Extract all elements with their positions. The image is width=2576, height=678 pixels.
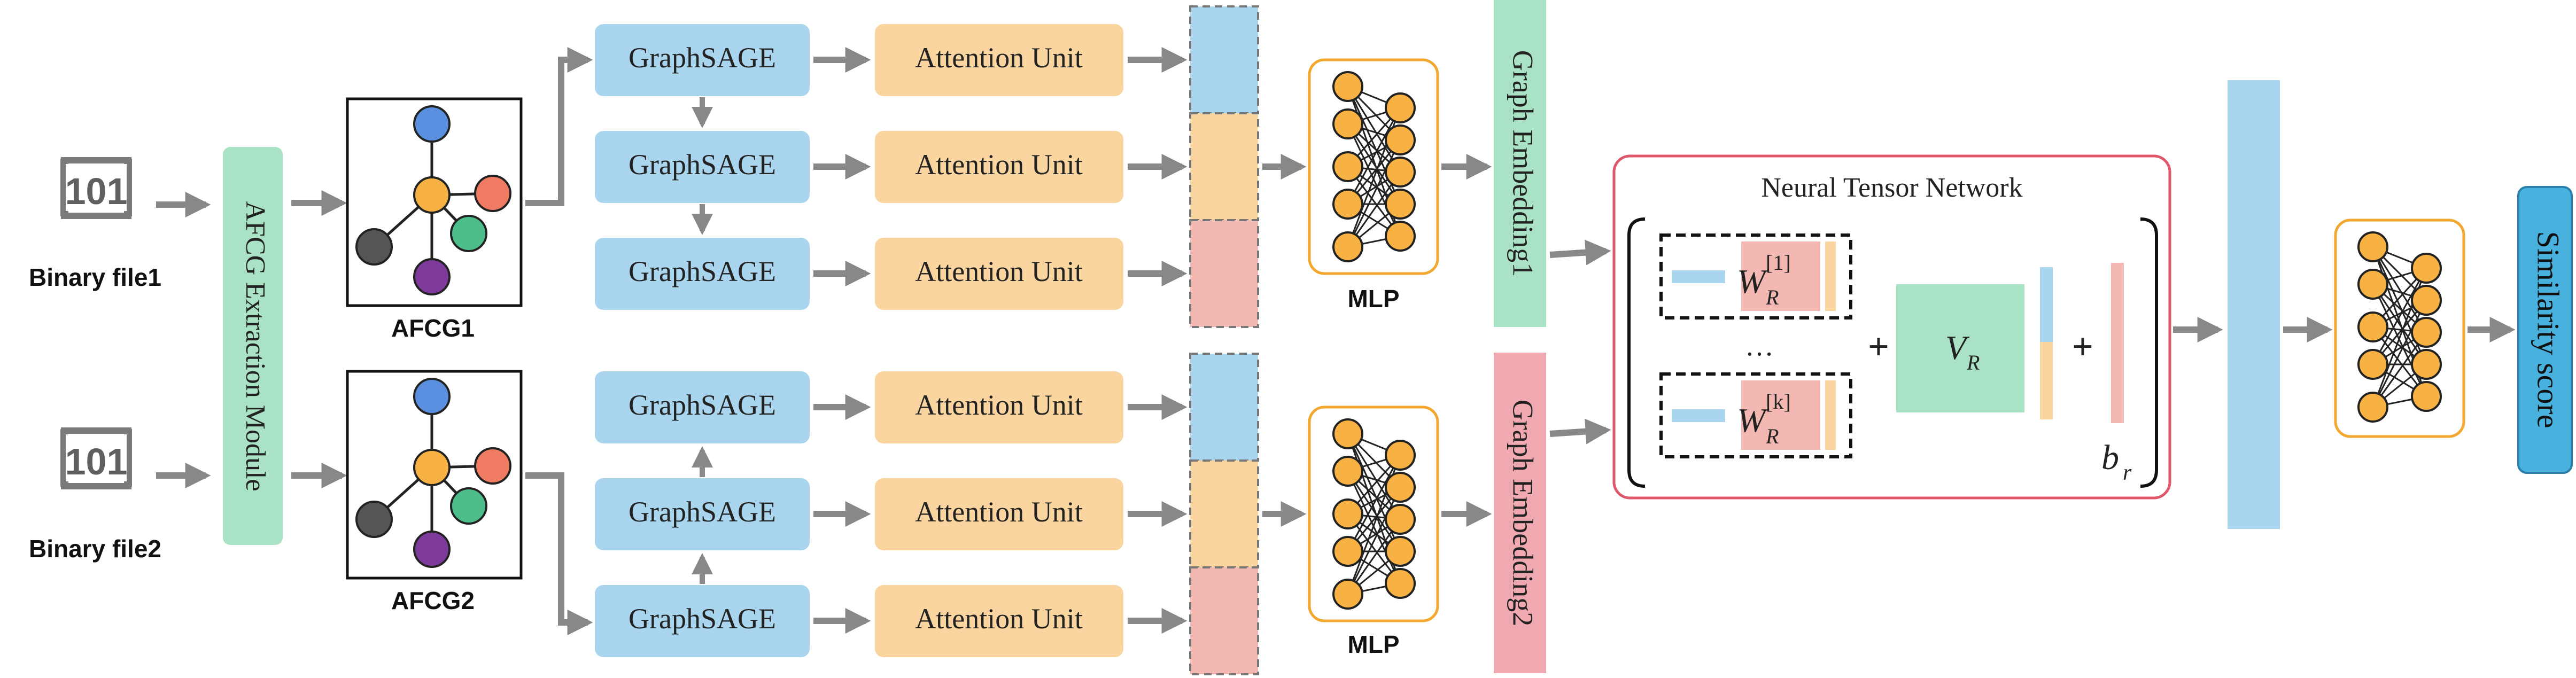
svg-text:r: r xyxy=(2123,461,2132,485)
svg-text:R: R xyxy=(1966,350,1980,375)
binary-file2-icon: 101 xyxy=(60,427,132,489)
svg-text:Attention Unit: Attention Unit xyxy=(915,603,1082,635)
svg-text:V: V xyxy=(1945,329,1970,367)
afcg2-graph xyxy=(346,370,523,580)
svg-text:Attention Unit: Attention Unit xyxy=(915,42,1082,74)
mlp2-label: MLP xyxy=(1347,630,1399,658)
weight-tensor-slice-k: W R [k] xyxy=(1659,372,1852,458)
svg-text:GraphSAGE: GraphSAGE xyxy=(629,149,776,181)
arrow-afcg1-to-graphsage xyxy=(525,47,593,206)
similarity-score-box xyxy=(2517,186,2573,474)
arrows-attention-to-stack xyxy=(1128,47,1188,634)
graph-embedding1-bar xyxy=(1494,0,1546,327)
binary-file1-label: Binary file1 xyxy=(29,263,161,291)
arrows-graphsage-to-attention xyxy=(813,47,871,634)
graphsage-block-2: GraphSAGE xyxy=(595,131,810,203)
svg-text:R: R xyxy=(1765,424,1779,448)
concat-stack-2 xyxy=(1189,353,1259,675)
svg-text:Attention Unit: Attention Unit xyxy=(915,255,1082,287)
svg-text:[k]: [k] xyxy=(1766,389,1791,414)
attention-unit-5: Attention Unit xyxy=(875,478,1123,550)
attention-unit-6: Attention Unit xyxy=(875,585,1123,657)
graphsage-block-3: GraphSAGE xyxy=(595,238,810,310)
binary1-icon-text: 101 xyxy=(65,170,128,212)
ntn-ellipsis: … xyxy=(1745,330,1774,362)
arrow-embedding2-to-ntn xyxy=(1549,418,1611,445)
afcg2-label: AFCG2 xyxy=(391,587,475,614)
concat-stack-1 xyxy=(1189,5,1259,328)
attention-unit-4: Attention Unit xyxy=(875,371,1123,443)
similarity-score-label: Similarity score xyxy=(2531,231,2566,428)
svg-text:GraphSAGE: GraphSAGE xyxy=(629,255,776,287)
neural-tensor-network: Neural Tensor Network W R [1] … W R [k] xyxy=(1612,154,2171,500)
binary-file1-icon: 101 xyxy=(60,157,132,219)
mlp2-network-icon xyxy=(1308,406,1439,622)
v-r-matrix: V R xyxy=(1896,284,2024,412)
attention-unit-3: Attention Unit xyxy=(875,238,1123,310)
arrow-afcg2-to-graphsage xyxy=(525,472,593,635)
svg-text:GraphSAGE: GraphSAGE xyxy=(629,603,776,635)
svg-text:Attention Unit: Attention Unit xyxy=(915,149,1082,181)
graphsage-block-4: GraphSAGE xyxy=(595,371,810,443)
binary-file2-label: Binary file2 xyxy=(29,535,161,563)
arrow-embedding1-to-ntn xyxy=(1549,239,1611,266)
graphsage-block-1: GraphSAGE xyxy=(595,24,810,96)
svg-text:W: W xyxy=(1737,262,1768,300)
concat-vector-bottom xyxy=(2040,342,2053,419)
svg-text:GraphSAGE: GraphSAGE xyxy=(629,42,776,74)
svg-text:GraphSAGE: GraphSAGE xyxy=(629,389,776,421)
ntn-plus-1: + xyxy=(1868,326,1889,368)
mlp1-label: MLP xyxy=(1347,285,1399,313)
afcg1-graph xyxy=(346,97,523,307)
ntn-output-vector xyxy=(2228,80,2280,529)
graph-embedding1-label: Graph Embedding1 xyxy=(1507,50,1539,277)
afcg-extraction-module xyxy=(223,147,283,545)
afcg1-label: AFCG1 xyxy=(391,314,475,342)
attention-unit-1: Attention Unit xyxy=(875,24,1123,96)
graph-embedding2-label: Graph Embedding2 xyxy=(1507,400,1539,626)
afcg-extraction-label: AFCG Extraction Module xyxy=(240,201,270,491)
bias-vector xyxy=(2111,263,2124,423)
svg-text:Attention Unit: Attention Unit xyxy=(915,389,1082,421)
mlp1-network-icon xyxy=(1308,58,1439,275)
graphsage-block-5: GraphSAGE xyxy=(595,478,810,550)
svg-text:[1]: [1] xyxy=(1766,251,1791,275)
bias-label: b xyxy=(2101,438,2119,477)
final-mlp-network-icon xyxy=(2334,219,2465,438)
svg-text:R: R xyxy=(1765,285,1779,309)
weight-tensor-slice-1: W R [1] xyxy=(1659,233,1852,319)
ntn-right-bracket xyxy=(2140,217,2158,488)
binary2-icon-text: 101 xyxy=(65,441,128,482)
svg-text:GraphSAGE: GraphSAGE xyxy=(629,496,776,528)
ntn-left-bracket xyxy=(1627,217,1646,488)
graph-embedding2-bar xyxy=(1494,353,1546,673)
svg-text:W: W xyxy=(1737,401,1768,439)
svg-text:Attention Unit: Attention Unit xyxy=(915,496,1082,528)
attention-unit-2: Attention Unit xyxy=(875,131,1123,203)
ntn-plus-2: + xyxy=(2072,326,2093,368)
graphsage-block-6: GraphSAGE xyxy=(595,585,810,657)
concat-vector-top xyxy=(2040,267,2053,342)
ntn-title: Neural Tensor Network xyxy=(1761,173,2022,203)
